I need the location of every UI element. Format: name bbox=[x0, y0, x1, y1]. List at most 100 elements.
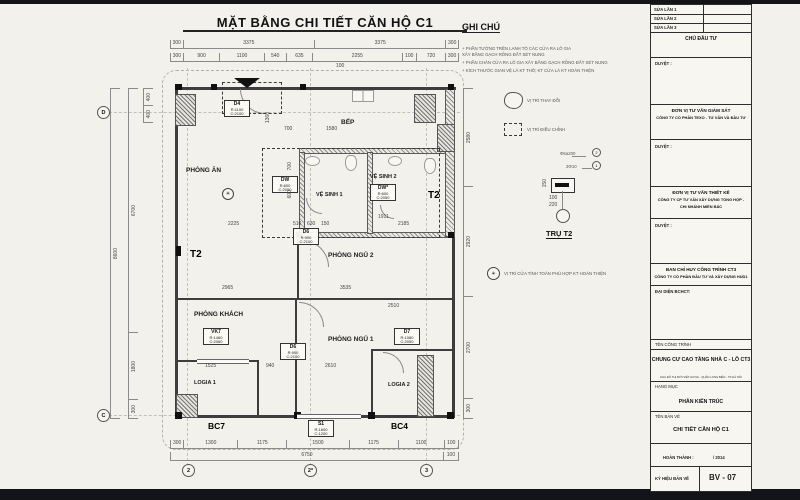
tag-s1-height: C:1200 bbox=[314, 430, 328, 436]
note-line: + KÍCH THƯỚC GIAN VỆ LÀ KT THÔ; KT CỬA L… bbox=[462, 68, 595, 73]
detail-column-core bbox=[555, 183, 569, 187]
titleblock-divider bbox=[651, 218, 751, 219]
column-marker bbox=[447, 412, 454, 419]
dim-value: 6750 bbox=[170, 452, 443, 460]
dim-cell: 300 bbox=[129, 398, 138, 418]
notes-heading: GHI CHÚ bbox=[462, 22, 500, 33]
pier-top-right bbox=[414, 94, 436, 123]
dim-value: 720 bbox=[415, 53, 445, 61]
dim-value: 300 bbox=[170, 40, 183, 48]
marker-t2-left: T2 bbox=[190, 249, 202, 260]
note-line: + PHẦN TƯỜNG TRÊN LANH TÔ CÁC CỬA RA LÔ … bbox=[462, 46, 572, 51]
dim-cell: 2580 bbox=[464, 88, 473, 186]
tag-vk7-width: R:1460 bbox=[209, 334, 223, 340]
project-label: TÊN CÔNG TRÌNH bbox=[655, 342, 691, 347]
dim-interior: 2510 bbox=[388, 303, 400, 309]
category-name: PHẦN KIẾN TRÚC bbox=[678, 399, 724, 405]
detail-dim-w2: 220 bbox=[549, 202, 558, 208]
dim-cell: 8600 bbox=[111, 88, 120, 418]
dim-cell: 300 bbox=[464, 398, 473, 418]
tag-d6-lower-height: C:2100 bbox=[286, 353, 300, 359]
column-marker bbox=[175, 412, 182, 419]
tag-d6-upper-height: C:2100 bbox=[299, 238, 313, 244]
tag-d6-lower-id: D6 bbox=[289, 344, 297, 350]
dim-row-top-inner: 300 900 1100 540 635 2255 100 720 300 bbox=[170, 53, 459, 62]
dim-interior: 700 bbox=[284, 126, 293, 132]
titleblock-divider bbox=[651, 443, 751, 444]
complete-label: HOÀN THÀNH : bbox=[663, 455, 694, 460]
toilet-wc1 bbox=[345, 155, 357, 171]
pier-top-left bbox=[175, 94, 196, 126]
dim-cell: 400 bbox=[144, 88, 153, 105]
dim-value: 1175 bbox=[348, 440, 398, 448]
dim-interior: 630 bbox=[307, 221, 316, 227]
dim-value: 1800 bbox=[130, 360, 137, 372]
grid-axis-3 bbox=[426, 68, 427, 466]
tag-dw-star-id: DW* bbox=[377, 185, 389, 191]
dim-value: 300 bbox=[170, 53, 183, 61]
grid-axis-2 bbox=[187, 68, 188, 466]
dim-row-bottom-outer: 6750 100 bbox=[170, 452, 459, 461]
tag-dw-id: DW bbox=[280, 177, 290, 183]
room-label-bed1: PHÒNG NGỦ 1 bbox=[328, 336, 374, 343]
titleblock-divider bbox=[699, 466, 700, 491]
dim-interior: 2965 bbox=[222, 285, 234, 291]
washbasin-wc2 bbox=[388, 156, 402, 166]
dim-value: 1100 bbox=[219, 53, 263, 61]
dim-row-top-outer: 300 3375 3375 300 bbox=[170, 40, 459, 49]
titleblock-divider bbox=[651, 139, 751, 140]
window-vk7 bbox=[197, 359, 249, 364]
titleblock-divider bbox=[651, 186, 751, 187]
dim-row-bottom-inner: 300 1300 1175 1500 1175 1100 100 bbox=[170, 440, 459, 449]
dim-value: 2700 bbox=[465, 342, 472, 354]
wall-logia1-side bbox=[257, 360, 259, 416]
room-label-kitchen: BẾP bbox=[341, 119, 355, 126]
dim-value: 1175 bbox=[237, 440, 286, 448]
dim-value: 300 bbox=[465, 404, 472, 413]
dim-value: 300 bbox=[130, 404, 137, 414]
column-t2-left bbox=[176, 246, 181, 256]
top-frame-bar bbox=[0, 0, 800, 4]
dim-value: 6700 bbox=[130, 205, 137, 217]
marker-t2-right: T2 bbox=[428, 190, 440, 201]
grid-bubble-C: C bbox=[97, 409, 110, 422]
dim-value: 2920 bbox=[465, 235, 472, 247]
legend-adjust-label: VỊ TRÍ ĐIỀU CHỈNH bbox=[527, 127, 566, 132]
grid-bubble-3: 3 bbox=[420, 464, 433, 477]
tag-d4-id: D4 bbox=[233, 101, 241, 107]
project-address: KHU ĐÔ THỊ MỚI VIỆT HƯNG - QUẬN LONG BIÊ… bbox=[660, 375, 742, 379]
designer-name-1: ĐƠN VỊ TƯ VẤN THIẾT KẾ bbox=[672, 190, 730, 195]
grid-axis-D bbox=[104, 112, 460, 113]
dim-value: 100 bbox=[442, 452, 458, 460]
titleblock-divider bbox=[651, 411, 751, 412]
legend-change-label: VỊ TRÍ THAY ĐỔI bbox=[527, 98, 561, 103]
dim-col-left-inner: 6700 1800 300 bbox=[128, 88, 138, 419]
dim-interior: 150 bbox=[321, 221, 330, 227]
owner-label: CHỦ ĐẦU TƯ bbox=[685, 36, 717, 42]
dim-value: 900 bbox=[182, 53, 219, 61]
room-label-bed2: PHÒNG NGỦ 2 bbox=[328, 252, 374, 259]
titleblock-divider bbox=[651, 263, 751, 264]
dim-value: 400 bbox=[145, 109, 152, 119]
marker-bc4: BC4 bbox=[391, 421, 409, 431]
titleblock-divider bbox=[651, 466, 751, 467]
tag-d6-upper-id: D6 bbox=[302, 229, 310, 235]
room-label-wc1: VỆ SINH 1 bbox=[316, 192, 343, 198]
titleblock-divider bbox=[651, 57, 751, 58]
tag-dw-height: C:2050 bbox=[278, 186, 292, 192]
column-marker bbox=[175, 84, 182, 90]
grid-bubble-2star: 2* bbox=[304, 464, 317, 477]
legend-cloud-icon bbox=[504, 92, 523, 109]
detail-main-label: 3Φ10 bbox=[566, 164, 577, 169]
dim-interior: 2610 bbox=[325, 363, 337, 369]
tag-dw-star-height: C:2050 bbox=[376, 194, 390, 200]
dim-value: 400 bbox=[145, 92, 152, 102]
category-label: HẠNG MỤC bbox=[655, 384, 678, 389]
grid-axis-2star bbox=[310, 68, 311, 466]
dim-cell: 6700 bbox=[129, 88, 138, 332]
dim-value: 8600 bbox=[112, 247, 119, 260]
